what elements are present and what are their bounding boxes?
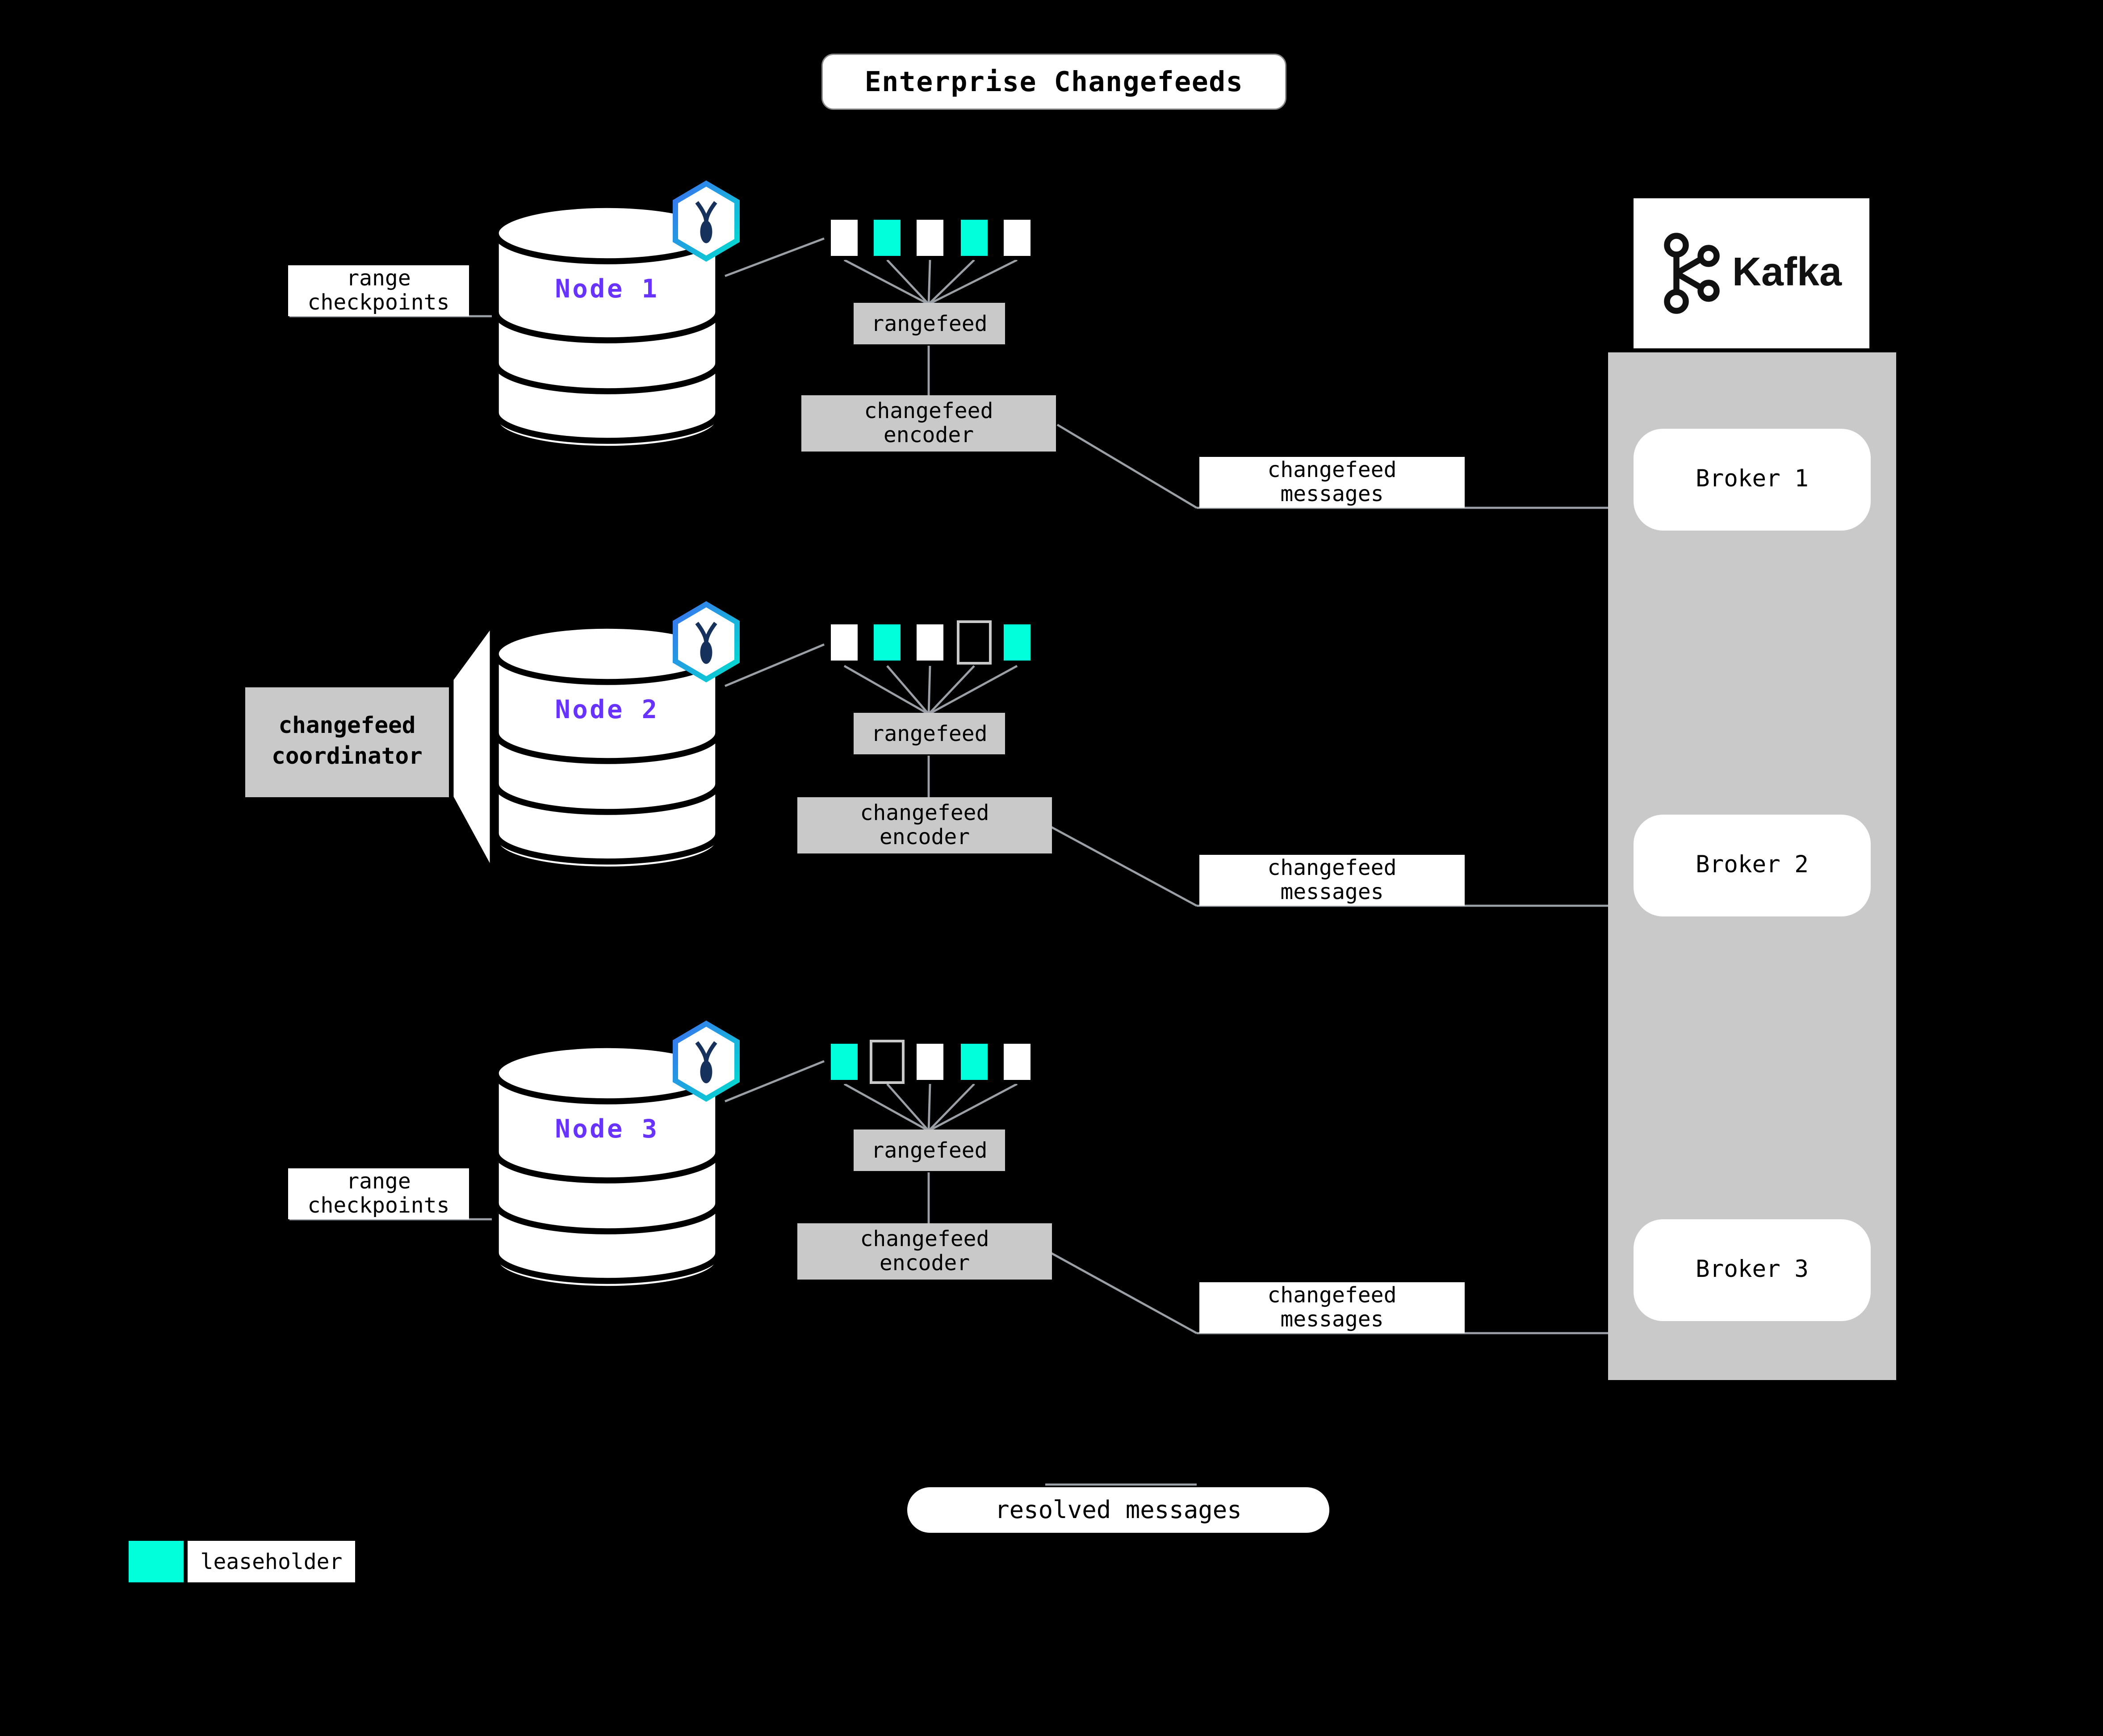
- node-3-rangefeed-box: rangefeed: [854, 1129, 1005, 1171]
- messages-line2: messages: [1280, 481, 1384, 506]
- node-1-cylinder: Node 1: [492, 180, 740, 456]
- broker-3: Broker 3: [1634, 1219, 1871, 1321]
- database-cylinder-icon: [493, 1042, 721, 1292]
- rangefeed-label: rangefeed: [871, 721, 988, 746]
- leaseholder-swatch: [125, 1537, 188, 1586]
- range-square: [956, 1040, 991, 1084]
- resolved-messages-pill: resolved messages: [907, 1487, 1329, 1533]
- leaseholder-legend-label: leaseholder: [188, 1541, 355, 1582]
- messages-line1: changefeed: [1267, 854, 1397, 880]
- node-2-cylinder: Node 2: [492, 601, 740, 876]
- leaseholder-text: leaseholder: [200, 1549, 343, 1574]
- kafka-brand-label: Kafka: [1732, 251, 1842, 295]
- encoder-label-line2: encoder: [879, 1250, 970, 1276]
- rangefeed-label: rangefeed: [871, 1138, 988, 1163]
- node-3-ranges: [827, 1040, 1035, 1084]
- coordinator-flag-shape: [449, 618, 494, 872]
- coordinator-label-line1: changefeed: [278, 713, 416, 740]
- encoder-label-line2: encoder: [879, 824, 970, 849]
- node-3-cylinder: Node 3: [492, 1021, 740, 1296]
- node-1-ranges: [827, 216, 1035, 260]
- range-square: [999, 620, 1035, 665]
- diagram-title: Enterprise Changefeeds: [821, 54, 1286, 110]
- range-square: [870, 1040, 905, 1084]
- encoder-label-line1: changefeed: [864, 397, 993, 423]
- node-2-label: Node 2: [555, 695, 659, 725]
- rangefeed-label: rangefeed: [871, 311, 988, 336]
- range-checkpoints-line2: checkpoints: [307, 289, 450, 315]
- node-3-changefeed-encoder-box: changefeed encoder: [797, 1223, 1052, 1280]
- node-1-changefeed-encoder-box: changefeed encoder: [801, 395, 1056, 452]
- node-1-label: Node 1: [555, 275, 659, 304]
- range-square: [999, 1040, 1035, 1084]
- encoder-label-line1: changefeed: [860, 799, 989, 825]
- range-square: [870, 620, 905, 665]
- node-2-ranges: [827, 620, 1035, 665]
- range-square: [956, 216, 991, 260]
- node-3-label: Node 3: [555, 1115, 659, 1144]
- node-2-changefeed-encoder-box: changefeed encoder: [797, 797, 1052, 853]
- resolved-messages-label: resolved messages: [995, 1496, 1242, 1524]
- range-square: [956, 620, 991, 665]
- changefeed-coordinator-box: changefeed coordinator: [245, 687, 449, 797]
- range-square: [913, 1040, 948, 1084]
- node-1-rangefeed-box: rangefeed: [854, 303, 1005, 344]
- changefeed-messages-label-1: changefeed messages: [1199, 457, 1465, 508]
- messages-line1: changefeed: [1267, 456, 1397, 482]
- coordinator-label-line2: coordinator: [272, 744, 423, 770]
- broker-2: Broker 2: [1634, 815, 1871, 916]
- broker-label: Broker 2: [1696, 852, 1809, 879]
- range-square: [913, 216, 948, 260]
- cockroachdb-logo-icon: [669, 1020, 744, 1103]
- node-2-rangefeed-box: rangefeed: [854, 713, 1005, 754]
- range-checkpoints-line1: range: [346, 1167, 411, 1193]
- database-cylinder-icon: [493, 623, 721, 873]
- cockroachdb-logo-icon: [669, 180, 744, 263]
- range-square: [870, 216, 905, 260]
- range-square: [827, 620, 862, 665]
- node-3-range-checkpoints-label: range checkpoints: [288, 1168, 469, 1219]
- changefeed-messages-label-3: changefeed messages: [1199, 1282, 1465, 1333]
- kafka-logo-box: Kafka: [1634, 198, 1869, 348]
- broker-label: Broker 1: [1696, 466, 1809, 493]
- messages-line2: messages: [1280, 1306, 1384, 1332]
- broker-label: Broker 3: [1696, 1257, 1809, 1284]
- encoder-label-line2: encoder: [883, 422, 974, 448]
- kafka-logo-icon: [1663, 233, 1719, 314]
- messages-line1: changefeed: [1267, 1281, 1397, 1307]
- range-square: [827, 216, 862, 260]
- cockroachdb-logo-icon: [669, 600, 744, 683]
- range-checkpoints-line2: checkpoints: [307, 1192, 450, 1218]
- encoder-label-line1: changefeed: [860, 1225, 989, 1251]
- range-square: [913, 620, 948, 665]
- changefeed-messages-label-2: changefeed messages: [1199, 855, 1465, 906]
- range-square: [827, 1040, 862, 1084]
- messages-line2: messages: [1280, 879, 1384, 904]
- node-1-range-checkpoints-label: range checkpoints: [288, 265, 469, 316]
- database-cylinder-icon: [493, 202, 721, 452]
- range-checkpoints-line1: range: [346, 264, 411, 290]
- range-square: [999, 216, 1035, 260]
- broker-1: Broker 1: [1634, 429, 1871, 531]
